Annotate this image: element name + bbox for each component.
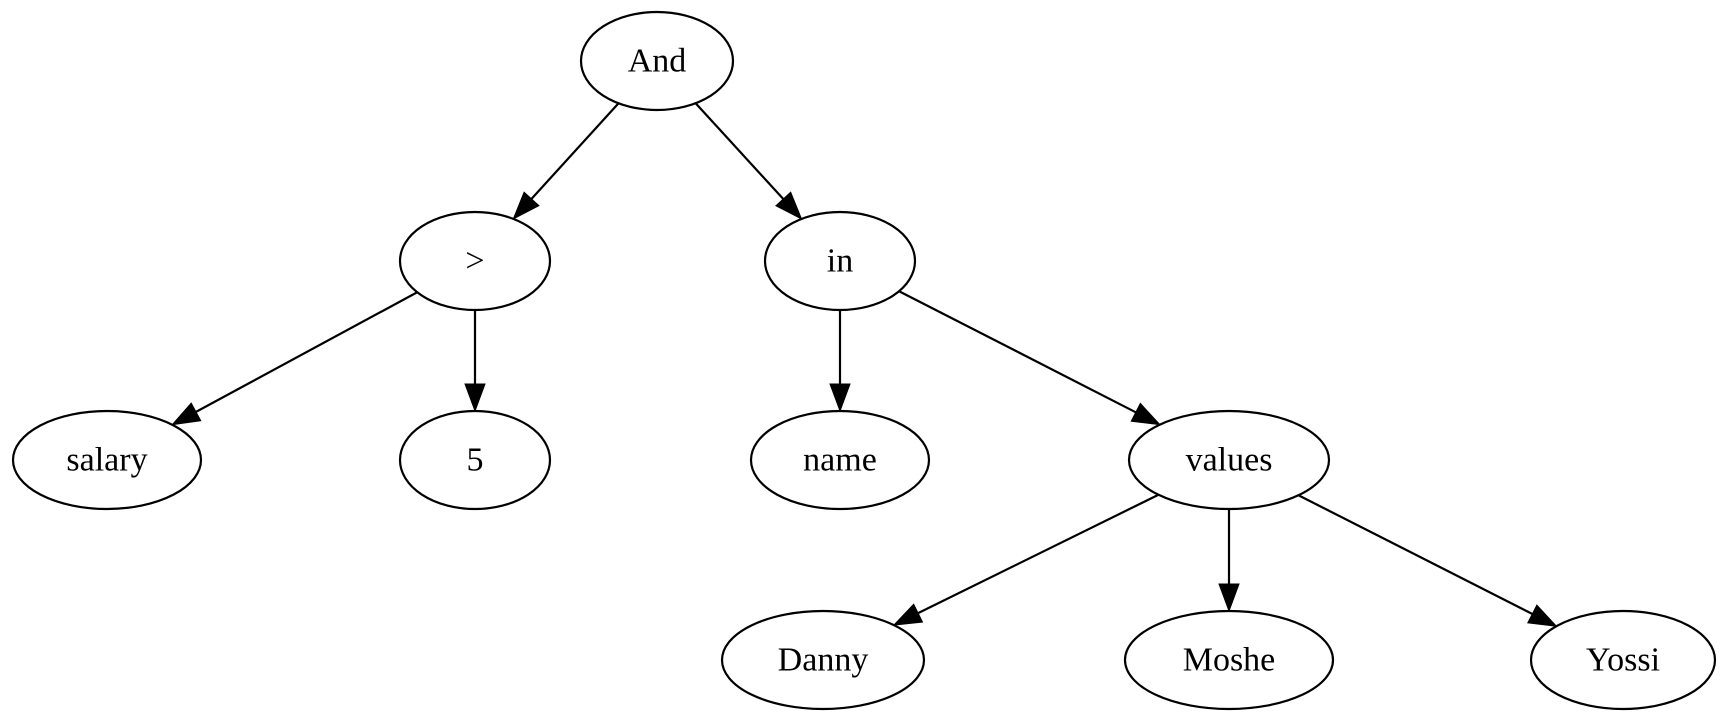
edge-in-values	[898, 290, 1162, 426]
edge-gt-five	[464, 310, 486, 413]
edge-line	[898, 290, 1137, 414]
node-moshe-ellipse	[1123, 609, 1335, 711]
node-yossi-label: Yossi	[1586, 642, 1660, 679]
node-and-ellipse	[579, 10, 735, 112]
node-and-label: And	[628, 43, 687, 80]
edge-gt-salary	[170, 291, 418, 426]
arrowhead-icon	[1130, 402, 1162, 426]
edge-line	[195, 291, 418, 413]
node-name-ellipse	[749, 409, 931, 511]
node-moshe-label: Moshe	[1183, 642, 1276, 679]
node-in-ellipse	[763, 210, 917, 312]
arrowhead-icon	[829, 383, 851, 413]
node-gt-ellipse	[398, 210, 552, 312]
node-values-label: values	[1186, 442, 1273, 479]
edge-line	[530, 102, 620, 200]
node-values: values	[1127, 409, 1331, 511]
edges-layer	[170, 102, 1558, 627]
node-danny-label: Danny	[778, 642, 869, 679]
node-gt-label: >	[465, 243, 484, 280]
node-yossi-ellipse	[1529, 609, 1717, 711]
node-moshe: Moshe	[1123, 609, 1335, 711]
node-gt: >	[398, 210, 552, 312]
arrowhead-icon	[464, 383, 486, 413]
arrowhead-icon	[1218, 583, 1240, 613]
node-danny: Danny	[720, 609, 926, 711]
node-name: name	[749, 409, 931, 511]
edge-and-gt	[512, 102, 620, 220]
edge-line	[1297, 494, 1533, 615]
arrowhead-icon	[170, 402, 202, 426]
node-and: And	[579, 10, 735, 112]
edge-values-moshe	[1218, 509, 1240, 613]
edge-in-name	[829, 310, 851, 413]
node-salary: salary	[11, 409, 203, 511]
edge-line	[917, 493, 1159, 615]
node-danny-ellipse	[720, 609, 926, 711]
nodes-layer: And > in salary 5 name values Danny	[11, 10, 1717, 711]
arrowhead-icon	[775, 191, 803, 221]
arrowhead-icon	[512, 191, 540, 220]
edge-values-yossi	[1297, 494, 1558, 627]
node-salary-label: salary	[66, 442, 147, 479]
node-in: in	[763, 210, 917, 312]
arrowhead-icon	[1527, 604, 1558, 627]
node-salary-ellipse	[11, 409, 203, 511]
edge-values-danny	[892, 493, 1159, 626]
edge-and-in	[694, 102, 803, 221]
arrowhead-icon	[892, 603, 924, 626]
edge-line	[694, 102, 785, 200]
node-five-label: 5	[467, 442, 484, 479]
node-name-label: name	[803, 442, 877, 479]
node-in-label: in	[827, 243, 853, 280]
node-five: 5	[398, 409, 552, 511]
node-five-ellipse	[398, 409, 552, 511]
node-values-ellipse	[1127, 409, 1331, 511]
node-yossi: Yossi	[1529, 609, 1717, 711]
